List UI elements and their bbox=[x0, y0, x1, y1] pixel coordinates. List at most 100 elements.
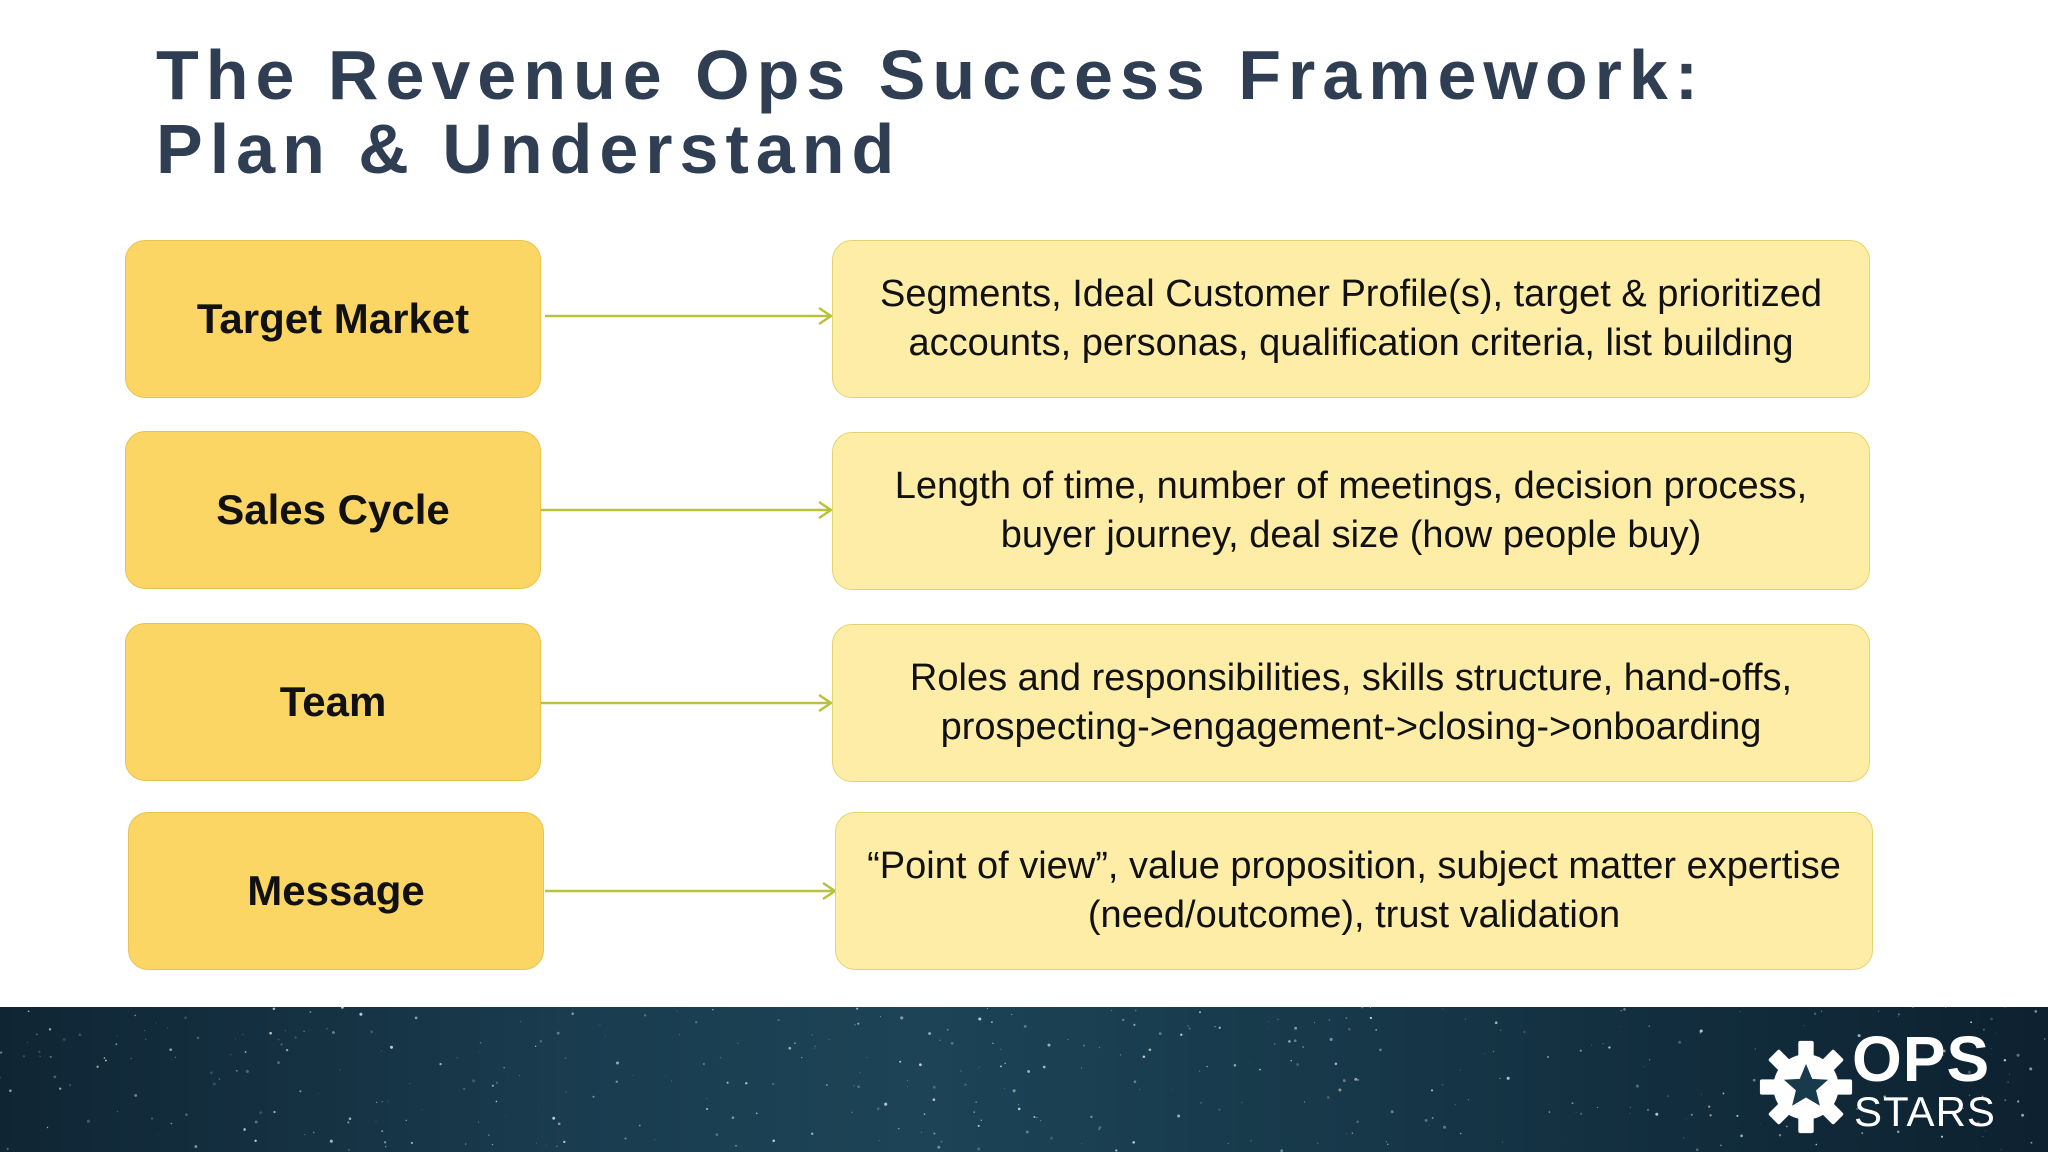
star-dot bbox=[389, 1045, 394, 1049]
star-dot bbox=[303, 1030, 305, 1032]
star-dot bbox=[1982, 1136, 1984, 1138]
star-dot bbox=[0, 1076, 2, 1079]
star-dot bbox=[272, 1007, 276, 1011]
star-dot bbox=[977, 1124, 980, 1127]
star-dot bbox=[755, 1112, 758, 1115]
star-dot bbox=[1003, 1087, 1005, 1089]
star-dot bbox=[980, 1119, 983, 1121]
star-dot bbox=[1431, 1116, 1434, 1119]
star-dot bbox=[463, 1087, 466, 1091]
star-dot bbox=[27, 1042, 28, 1044]
star-dot bbox=[259, 1111, 263, 1115]
star-dot bbox=[616, 1061, 619, 1065]
star-dot bbox=[1820, 1010, 1823, 1012]
star-dot bbox=[170, 1122, 173, 1125]
star-dot bbox=[1620, 1009, 1623, 1012]
star-dot bbox=[800, 1056, 803, 1059]
star-dot bbox=[1023, 1024, 1027, 1028]
star-dot bbox=[1502, 1141, 1504, 1143]
star-dot bbox=[1945, 1116, 1947, 1118]
starfield-background bbox=[0, 1007, 2046, 1152]
star-dot bbox=[2017, 1100, 2020, 1103]
star-dot bbox=[977, 1147, 981, 1151]
star-dot bbox=[1955, 1053, 1958, 1055]
star-dot bbox=[1158, 1032, 1162, 1035]
star-dot bbox=[899, 1060, 902, 1063]
star-dot bbox=[884, 1102, 888, 1106]
star-dot bbox=[978, 1017, 982, 1021]
star-dot bbox=[1132, 1141, 1135, 1144]
star-dot bbox=[975, 1101, 978, 1104]
star-dot bbox=[505, 1115, 507, 1117]
star-dot bbox=[242, 1033, 244, 1036]
star-dot bbox=[1678, 1040, 1682, 1044]
star-dot bbox=[1990, 1054, 1992, 1056]
star-dot bbox=[1027, 1069, 1031, 1073]
star-dot bbox=[1369, 1016, 1373, 1020]
star-dot bbox=[1454, 1104, 1456, 1106]
arrow-sales-cycle bbox=[541, 500, 834, 520]
star-dot bbox=[78, 1033, 82, 1037]
logo-word-stars: STARS bbox=[1854, 1088, 1996, 1135]
star-dot bbox=[632, 1074, 634, 1077]
star-dot bbox=[359, 1012, 363, 1016]
star-dot bbox=[234, 1038, 236, 1040]
star-dot bbox=[1982, 1028, 1985, 1031]
star-dot bbox=[1968, 1094, 1971, 1097]
star-dot bbox=[27, 1010, 30, 1013]
star-dot bbox=[1740, 1134, 1743, 1138]
star-dot bbox=[555, 1145, 558, 1148]
star-dot bbox=[932, 1085, 936, 1089]
star-dot bbox=[1708, 1105, 1711, 1108]
star-dot bbox=[859, 1071, 861, 1074]
star-dot bbox=[706, 1097, 708, 1099]
star-dot bbox=[1293, 1039, 1297, 1043]
star-dot bbox=[1981, 1095, 1984, 1098]
star-dot bbox=[294, 1036, 297, 1039]
star-dot bbox=[6, 1147, 9, 1151]
star-dot bbox=[69, 1083, 72, 1087]
star-dot bbox=[2004, 1007, 2006, 1009]
star-dot bbox=[2021, 1113, 2025, 1117]
star-dot bbox=[1546, 1055, 1550, 1059]
star-dot bbox=[1861, 1132, 1864, 1135]
star-dot bbox=[1877, 1010, 1880, 1012]
star-dot bbox=[1618, 1026, 1620, 1028]
description-team: Roles and responsibilities, skills struc… bbox=[832, 624, 1870, 782]
star-dot bbox=[245, 1069, 249, 1073]
star-dot bbox=[794, 1042, 796, 1044]
star-dot bbox=[329, 1139, 333, 1143]
star-dot bbox=[49, 1055, 52, 1058]
star-dot bbox=[538, 1109, 539, 1111]
star-dot bbox=[563, 1140, 566, 1144]
star-dot bbox=[1218, 1108, 1221, 1111]
star-dot bbox=[1199, 1011, 1201, 1014]
star-dot bbox=[1883, 1095, 1887, 1099]
star-dot bbox=[14, 1034, 16, 1036]
star-dot bbox=[1709, 1114, 1712, 1117]
star-dot bbox=[1241, 1102, 1243, 1104]
star-dot bbox=[230, 1054, 232, 1056]
star-dot bbox=[116, 1111, 118, 1113]
star-dot bbox=[456, 1057, 458, 1059]
star-dot bbox=[654, 1139, 656, 1141]
star-dot bbox=[2000, 1148, 2002, 1151]
star-dot bbox=[826, 1084, 828, 1086]
star-dot bbox=[1280, 1149, 1284, 1152]
star-dot bbox=[1643, 1066, 1645, 1068]
star-dot bbox=[1467, 1099, 1469, 1101]
star-dot bbox=[103, 1057, 106, 1059]
star-dot bbox=[1090, 1115, 1093, 1119]
star-dot bbox=[1339, 1007, 1341, 1009]
star-dot bbox=[347, 1121, 350, 1124]
star-dot bbox=[1351, 1132, 1353, 1134]
star-dot bbox=[1579, 1112, 1583, 1115]
star-dot bbox=[1892, 1064, 1896, 1067]
star-dot bbox=[1348, 1028, 1351, 1031]
star-dot bbox=[1361, 1007, 1364, 1009]
star-dot bbox=[1188, 1027, 1191, 1030]
star-dot bbox=[1098, 1126, 1102, 1129]
star-dot bbox=[254, 1120, 258, 1124]
star-dot bbox=[464, 1143, 467, 1145]
star-dot bbox=[1012, 1089, 1016, 1093]
